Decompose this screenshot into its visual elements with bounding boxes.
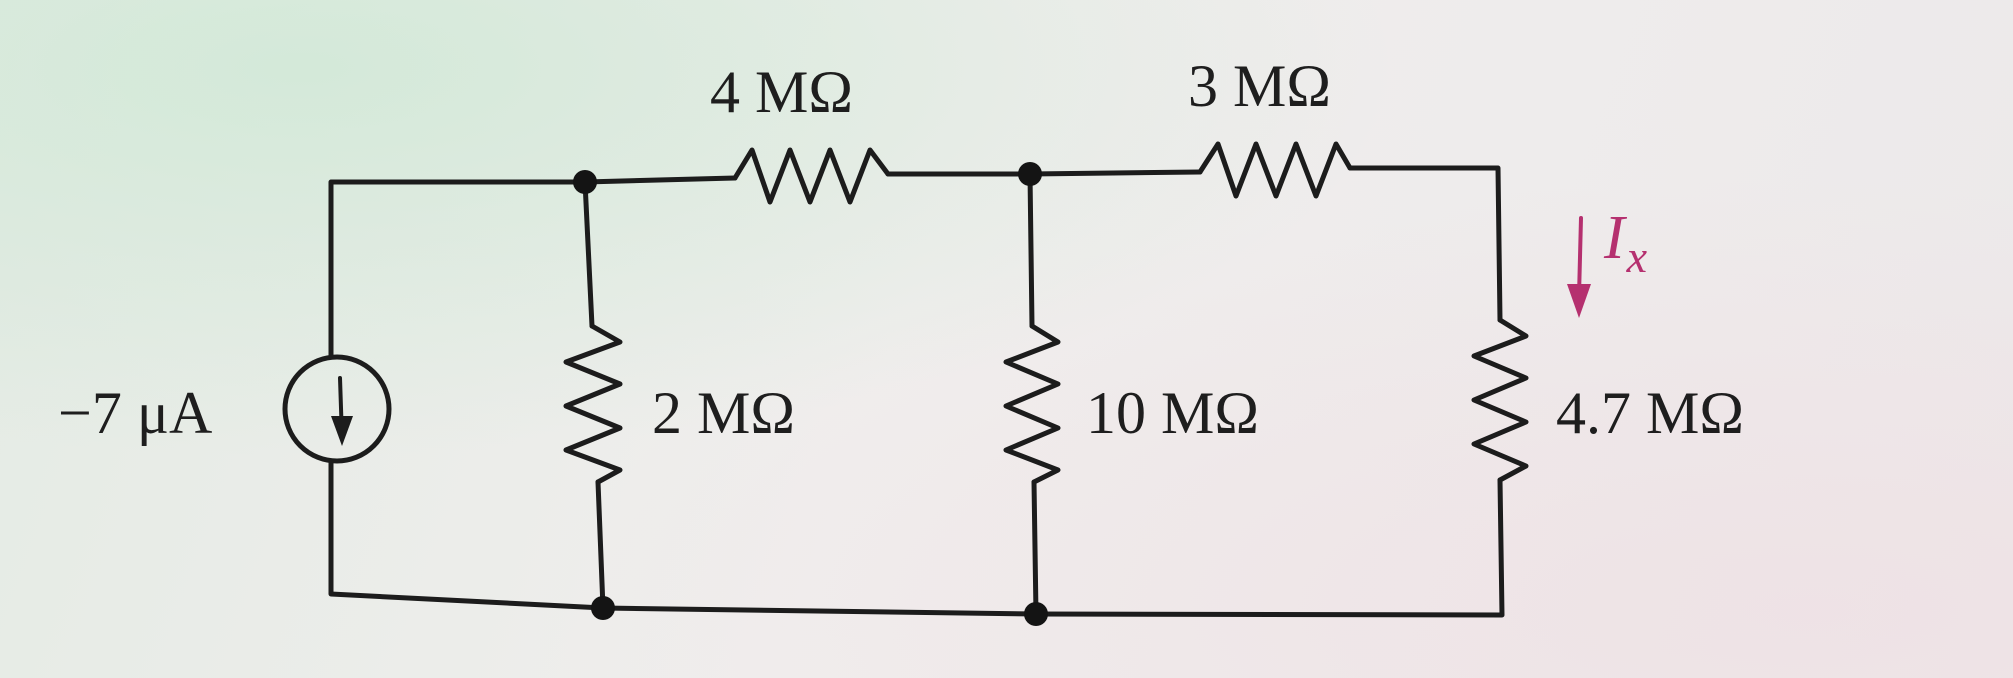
ix-arrow-head-icon <box>1567 284 1591 318</box>
resistor-4-7m <box>1471 317 1529 483</box>
wire-left-top <box>328 179 588 359</box>
source-label: −7 μA <box>58 380 212 446</box>
wire-top-c <box>1027 169 1203 177</box>
current-source <box>282 354 392 464</box>
current-ix-indicator: Ix <box>1567 204 1648 318</box>
junctions <box>573 162 1048 626</box>
junction-top-left <box>573 170 597 194</box>
resistor-3m <box>1197 141 1353 199</box>
wire-top-a <box>582 175 738 185</box>
resistor-4-7m-label: 4.7 MΩ <box>1556 380 1744 446</box>
current-source-circle <box>282 354 392 464</box>
resistor-4m <box>732 147 891 205</box>
labels: −7 μA 4 MΩ 3 MΩ 2 MΩ 10 MΩ 4.7 MΩ <box>58 53 1744 446</box>
wire-right-bottom <box>1033 477 1505 618</box>
resistor-3m-label: 3 MΩ <box>1188 53 1331 119</box>
junction-bottom-mid <box>1024 602 1048 626</box>
wire-bottom-mid <box>600 605 1039 617</box>
wire-left-bottom <box>328 459 606 611</box>
resistor-2m-label: 2 MΩ <box>652 380 795 446</box>
wire-shunt1-top <box>582 179 595 329</box>
junction-bottom-left <box>591 596 615 620</box>
resistor-10m-label: 10 MΩ <box>1086 380 1259 446</box>
wire-shunt2-top <box>1027 171 1035 329</box>
wire-top-right <box>1347 165 1503 323</box>
wire-shunt1-bottom <box>595 479 606 611</box>
ix-arrow-icon <box>1577 216 1583 298</box>
resistor-10m <box>1003 323 1061 485</box>
wires <box>328 165 1505 618</box>
wire-shunt2-bottom <box>1031 479 1039 617</box>
resistor-2m <box>563 323 623 485</box>
ix-label: Ix <box>1603 204 1648 282</box>
current-source-arrow-head <box>331 416 353 446</box>
junction-top-mid <box>1018 162 1042 186</box>
resistor-4m-label: 4 MΩ <box>710 59 853 125</box>
